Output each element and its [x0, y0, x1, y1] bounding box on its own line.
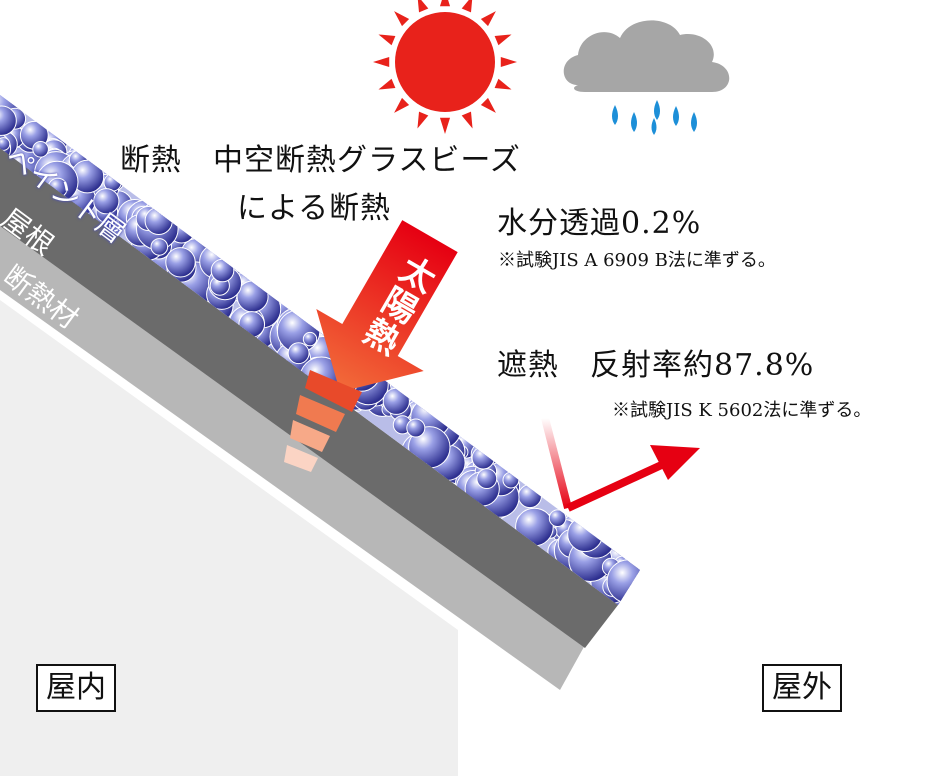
insulation-title-line1: 断熱 中空断熱グラスビーズ — [120, 143, 521, 178]
heat-penetration-marks — [284, 370, 362, 472]
insulation-title-line2: による断熱 — [237, 191, 392, 226]
heat-shield-note: ※試験JIS K 5602法に準ずる。 — [612, 400, 872, 421]
roof-layer — [0, 148, 618, 648]
indoor-wall — [0, 300, 458, 776]
reflection-arrow — [541, 417, 700, 512]
sun-icon — [373, 0, 517, 134]
moisture-label: 水分透過0.2% — [497, 206, 702, 241]
rain-cloud-icon — [563, 20, 730, 135]
indoor-label: 屋内 — [36, 664, 116, 712]
solar-heat-arrow — [316, 220, 458, 392]
heat-shield-label: 遮熱 反射率約87.8% — [497, 348, 815, 383]
outdoor-label: 屋外 — [762, 664, 842, 712]
moisture-note: ※試験JIS A 6909 B法に準ずる。 — [498, 250, 776, 271]
